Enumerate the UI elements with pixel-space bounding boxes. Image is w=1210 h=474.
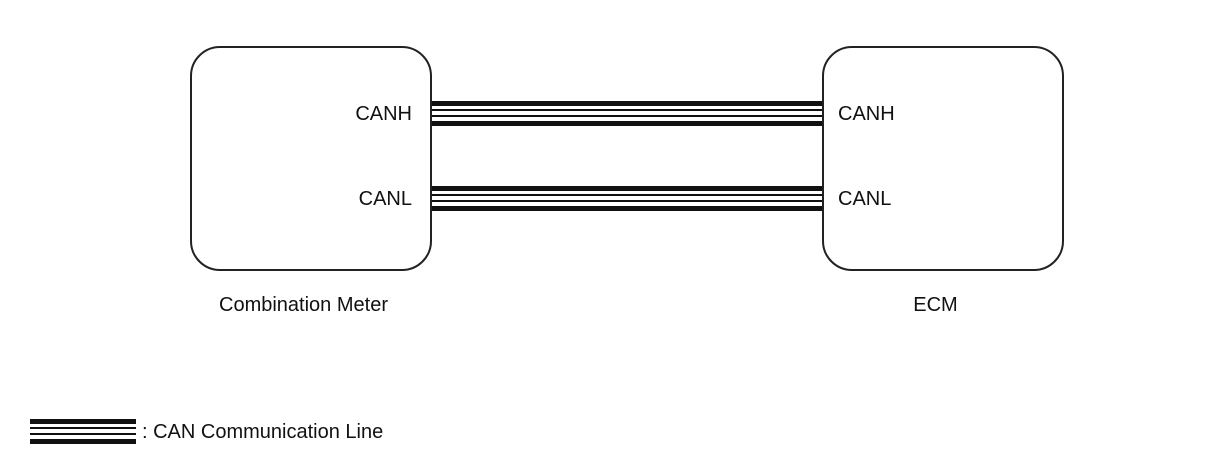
ecm-canh-label: CANH [838, 103, 895, 125]
ecm-box: CANH CANL [822, 46, 1064, 271]
combination-meter-canh-label: CANH [355, 103, 412, 125]
ecm-name: ECM [913, 294, 958, 316]
legend-label: : CAN Communication Line [142, 421, 384, 443]
can-line-legend-symbol [30, 419, 136, 445]
canl-communication-line [432, 186, 822, 212]
combination-meter-canl-label: CANL [358, 188, 412, 210]
combination-meter-name: Combination Meter [219, 294, 388, 316]
canh-communication-line [432, 101, 822, 127]
combination-meter-box: CANH CANL [190, 46, 432, 271]
ecm-canl-label: CANL [838, 188, 892, 210]
